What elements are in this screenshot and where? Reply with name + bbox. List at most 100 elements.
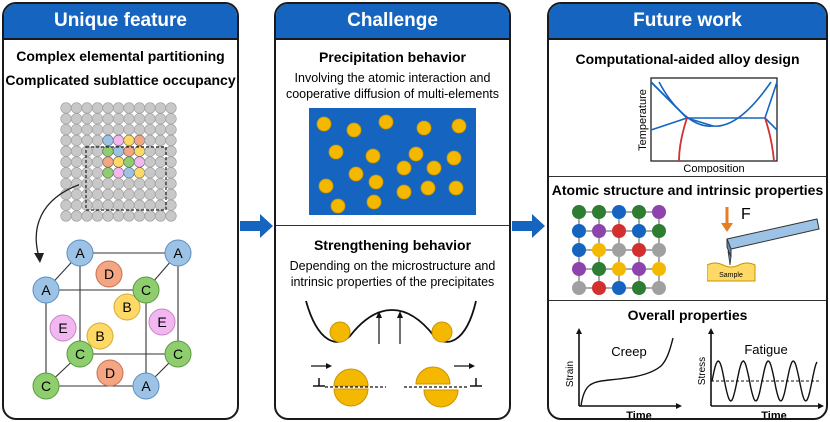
lattice-atom bbox=[632, 281, 646, 295]
atom-b-lower: B bbox=[86, 322, 114, 350]
grid-atom bbox=[91, 177, 104, 190]
atom-d-bottom: D bbox=[96, 359, 124, 387]
nanoindentation-diagram: F Sample bbox=[707, 206, 820, 282]
atomic-structure-title: Atomic structure and intrinsic propertie… bbox=[551, 182, 824, 198]
lattice-atom bbox=[632, 224, 646, 238]
precipitate-particles bbox=[316, 114, 467, 214]
strengthening-desc-line1: Depending on the microstructure and bbox=[289, 259, 496, 273]
sample-label: Sample bbox=[719, 272, 743, 279]
grid-atom bbox=[81, 188, 93, 200]
strengthening-desc-line2: intrinsic properties of the precipitates bbox=[290, 275, 495, 289]
overall-properties-title: Overall properties bbox=[627, 307, 748, 323]
grid-atom bbox=[102, 113, 114, 125]
svg-text:A: A bbox=[173, 245, 183, 261]
grid-atom bbox=[81, 134, 93, 147]
right-arrow-2 bbox=[512, 214, 545, 238]
svg-text:B: B bbox=[122, 299, 131, 315]
precipitate-particle bbox=[448, 180, 464, 196]
precipitate-particle bbox=[366, 194, 382, 210]
grid-atom bbox=[112, 167, 125, 179]
grid-atom bbox=[70, 167, 83, 179]
future-work-panel: Future work Computational-aided alloy de… bbox=[547, 2, 828, 420]
grid-atom bbox=[154, 210, 167, 222]
grid-atom bbox=[133, 113, 146, 125]
grid-atom bbox=[133, 156, 146, 168]
precipitate-particle bbox=[348, 166, 364, 182]
svg-text:D: D bbox=[105, 365, 115, 381]
grid-atom bbox=[102, 156, 114, 168]
unique-feature-title: Unique feature bbox=[4, 4, 237, 40]
grid-atom bbox=[154, 156, 167, 168]
grid-atom bbox=[91, 156, 104, 168]
grid-atom bbox=[154, 102, 167, 114]
grid-atom bbox=[60, 113, 72, 125]
curved-arrow bbox=[34, 184, 79, 263]
grid-atom bbox=[81, 210, 93, 222]
grid-atom bbox=[102, 134, 114, 147]
svg-text:A: A bbox=[41, 282, 51, 298]
grid-atom bbox=[123, 210, 135, 222]
grid-atom bbox=[133, 188, 146, 200]
grid-atom bbox=[144, 156, 156, 168]
atom-c-right: C bbox=[164, 340, 192, 368]
phase-diagram: Temperature Composition bbox=[637, 77, 778, 173]
grid-atom bbox=[154, 123, 167, 136]
precipitate-particle bbox=[408, 146, 424, 162]
fatigue-curve-chart: Fatigue Time Stress bbox=[697, 328, 824, 418]
grid-atom bbox=[165, 123, 177, 136]
precipitate-particle bbox=[426, 160, 442, 176]
force-label: F bbox=[741, 206, 751, 223]
grid-atom bbox=[70, 113, 83, 125]
grid-atom bbox=[91, 102, 104, 114]
grid-atom bbox=[123, 123, 135, 136]
grid-atom bbox=[165, 167, 177, 179]
creep-xlabel: Time bbox=[626, 410, 651, 420]
svg-text:E: E bbox=[157, 314, 166, 330]
grid-atom bbox=[102, 210, 114, 222]
selection-box bbox=[85, 146, 167, 211]
grid-atom bbox=[133, 134, 146, 147]
strengthening-behavior-title: Strengthening behavior bbox=[313, 237, 472, 253]
svg-text:B: B bbox=[95, 328, 104, 344]
grid-atom bbox=[70, 156, 83, 168]
fatigue-label: Fatigue bbox=[744, 342, 787, 357]
svg-text:A: A bbox=[75, 245, 85, 261]
grid-atom bbox=[70, 123, 83, 136]
grid-atom bbox=[123, 167, 135, 179]
grid-atom bbox=[144, 134, 156, 147]
future-divider-2 bbox=[549, 300, 826, 301]
precipitate-particle bbox=[378, 114, 394, 130]
grid-atom bbox=[81, 177, 93, 190]
lattice-atom bbox=[612, 243, 626, 257]
grid-atom bbox=[112, 102, 125, 114]
grid-atom bbox=[133, 199, 146, 211]
svg-text:C: C bbox=[75, 346, 85, 362]
atom-a-left: A bbox=[32, 276, 60, 304]
atom-e-right: E bbox=[148, 308, 176, 336]
creep-ylabel: Strain bbox=[565, 361, 576, 387]
atom-b-upper: B bbox=[113, 293, 141, 321]
grid-atom bbox=[91, 199, 104, 211]
grid-atom bbox=[81, 167, 93, 179]
lattice-atom bbox=[652, 281, 666, 295]
atom-a-top-right: A bbox=[164, 239, 192, 267]
precipitate-particle bbox=[368, 174, 384, 190]
grid-atom bbox=[123, 188, 135, 200]
grid-atom bbox=[70, 145, 83, 157]
grid-atom bbox=[165, 156, 177, 168]
elemental-partitioning-text: Complex elemental partitioning bbox=[16, 48, 225, 64]
grid-atom bbox=[91, 113, 104, 125]
lattice-atom bbox=[612, 281, 626, 295]
lattice-atom bbox=[592, 281, 606, 295]
grid-atom bbox=[60, 134, 72, 147]
grid-atom bbox=[112, 134, 125, 147]
grid-atom bbox=[144, 210, 156, 222]
svg-text:C: C bbox=[173, 346, 183, 362]
lattice-atom bbox=[612, 262, 626, 276]
precipitate-particle bbox=[451, 118, 467, 134]
grid-atom bbox=[123, 113, 135, 125]
grid-atom bbox=[81, 123, 93, 136]
creep-curve-chart: Creep Time Strain bbox=[565, 328, 682, 420]
grid-atom bbox=[91, 167, 104, 179]
lattice-atom bbox=[652, 224, 666, 238]
